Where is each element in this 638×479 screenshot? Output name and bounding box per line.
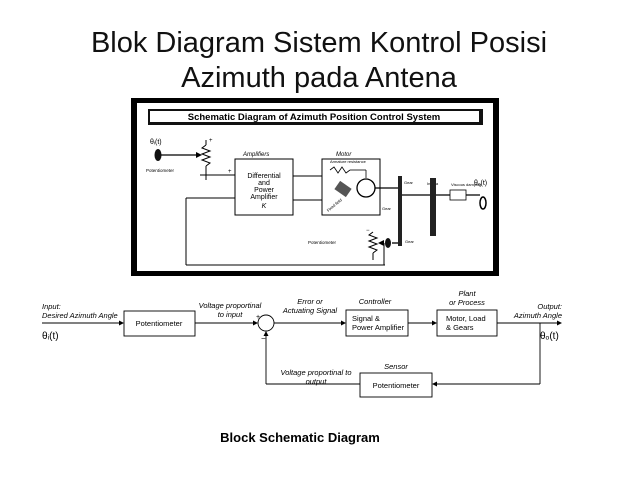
gear-top-label: Gear bbox=[404, 180, 414, 185]
motor-label: Motor bbox=[336, 152, 352, 158]
error-label-1: Error or bbox=[297, 297, 323, 306]
summing-plus: + bbox=[256, 314, 260, 321]
schematic-title-bg bbox=[150, 111, 479, 122]
slide-title: Blok Diagram Sistem Kontrol Posisi Azimu… bbox=[0, 26, 638, 96]
amp-plus: + bbox=[228, 169, 232, 175]
schematic-title: Schematic Diagram of Azimuth Position Co… bbox=[188, 112, 441, 123]
schematic-inner bbox=[137, 103, 493, 271]
plant-box-line-1: Motor, Load bbox=[446, 314, 486, 323]
amplifier-box bbox=[234, 158, 294, 216]
amp-line-2: and bbox=[258, 180, 270, 187]
schematic-theta-o: θₒ(t) bbox=[474, 180, 487, 187]
block-diagram-caption: Block Schematic Diagram bbox=[220, 430, 380, 445]
schematic-pot-left-label: Potentiometer bbox=[146, 168, 175, 173]
voltage-input-label-2: to input bbox=[218, 310, 244, 319]
controller-box-line-1: Signal & bbox=[352, 314, 380, 323]
plant-label-2: or Process bbox=[449, 298, 485, 307]
feedback-voltage-label-1: Voltage proportinal to bbox=[280, 368, 351, 377]
pot-left-wiper bbox=[196, 152, 202, 158]
plant-label-1: Plant bbox=[458, 289, 476, 298]
amp-line-5: K bbox=[262, 203, 267, 210]
output-label-2: Azimuth Angle bbox=[513, 311, 562, 320]
pot-bottom-resistor bbox=[367, 231, 379, 254]
amplifiers-label: Amplifiers bbox=[242, 152, 269, 158]
gear-bottom-label: Gear bbox=[405, 239, 415, 244]
feedback-to-sensor-head bbox=[432, 381, 437, 387]
viscous-damper bbox=[449, 189, 467, 201]
controller-label: Controller bbox=[359, 297, 392, 306]
error-label-2: Actuating Signal bbox=[282, 306, 338, 315]
gear-large bbox=[398, 176, 402, 246]
armature-label: Armature resistance bbox=[330, 159, 367, 164]
block-theta-i: θᵢ(t) bbox=[42, 331, 59, 342]
arrow-pot-summing-head bbox=[253, 320, 258, 326]
slide-title-line2: Azimuth pada Antena bbox=[181, 62, 457, 94]
schematic-diagram: Schematic Diagram of Azimuth Position Co… bbox=[131, 98, 499, 276]
slide-title-line1: Blok Diagram Sistem Kontrol Posisi bbox=[90, 27, 548, 59]
plant-box-line-2: & Gears bbox=[446, 323, 474, 332]
feedback-to-summing-head bbox=[263, 331, 269, 336]
arrow-controller-plant-head bbox=[432, 320, 437, 326]
input-label: Input: bbox=[42, 302, 61, 311]
feedback-voltage-label-2: output bbox=[306, 377, 328, 386]
pot-left-resistor bbox=[200, 144, 212, 167]
output-load bbox=[479, 196, 487, 210]
summing-junction bbox=[257, 314, 275, 332]
arrow-input-head bbox=[119, 320, 124, 326]
sensor-box-label: Potentiometer bbox=[373, 381, 420, 390]
pot-left-plus: + bbox=[209, 138, 213, 144]
inertia-disk bbox=[430, 178, 436, 236]
sensor-box bbox=[359, 372, 433, 398]
summing-minus: − bbox=[261, 334, 266, 343]
pot-bottom-minus: − bbox=[366, 228, 370, 234]
block-theta-o: θₒ(t) bbox=[540, 331, 559, 342]
input-sub-label: Desired Azimuth Angle bbox=[42, 311, 118, 320]
input-knob bbox=[154, 149, 162, 161]
gear-mid-label: Gear bbox=[382, 206, 392, 211]
plant-box bbox=[436, 309, 498, 337]
pot-bottom-wiper bbox=[378, 240, 384, 246]
viscous-label: Viscous damping bbox=[451, 182, 481, 187]
armature-resistor bbox=[329, 166, 351, 174]
amp-line-1: Differential bbox=[247, 173, 281, 180]
amp-line-3: Power bbox=[254, 187, 275, 194]
block-diagram: Input: Desired Azimuth Angle θᵢ(t) Poten… bbox=[42, 289, 562, 445]
motor-armature bbox=[356, 178, 376, 198]
block-potentiometer-input bbox=[123, 310, 196, 337]
voltage-input-label-1: Voltage proportinal bbox=[199, 301, 262, 310]
arrow-output-head bbox=[557, 320, 562, 326]
block-potentiometer-input-label: Potentiometer bbox=[136, 319, 183, 328]
pot-bottom-knob bbox=[385, 238, 391, 248]
controller-box-line-2: Power Amplifier bbox=[352, 323, 405, 332]
arrow-summing-controller-head bbox=[341, 320, 346, 326]
output-label-1: Output: bbox=[537, 302, 562, 311]
fixed-field-magnet bbox=[334, 180, 352, 198]
amp-line-4: Amplifier bbox=[250, 194, 278, 201]
pot-bottom-label: Potentiometer bbox=[308, 240, 337, 245]
schematic-theta-i: θᵢ(t) bbox=[150, 139, 162, 146]
sensor-label: Sensor bbox=[384, 362, 408, 371]
